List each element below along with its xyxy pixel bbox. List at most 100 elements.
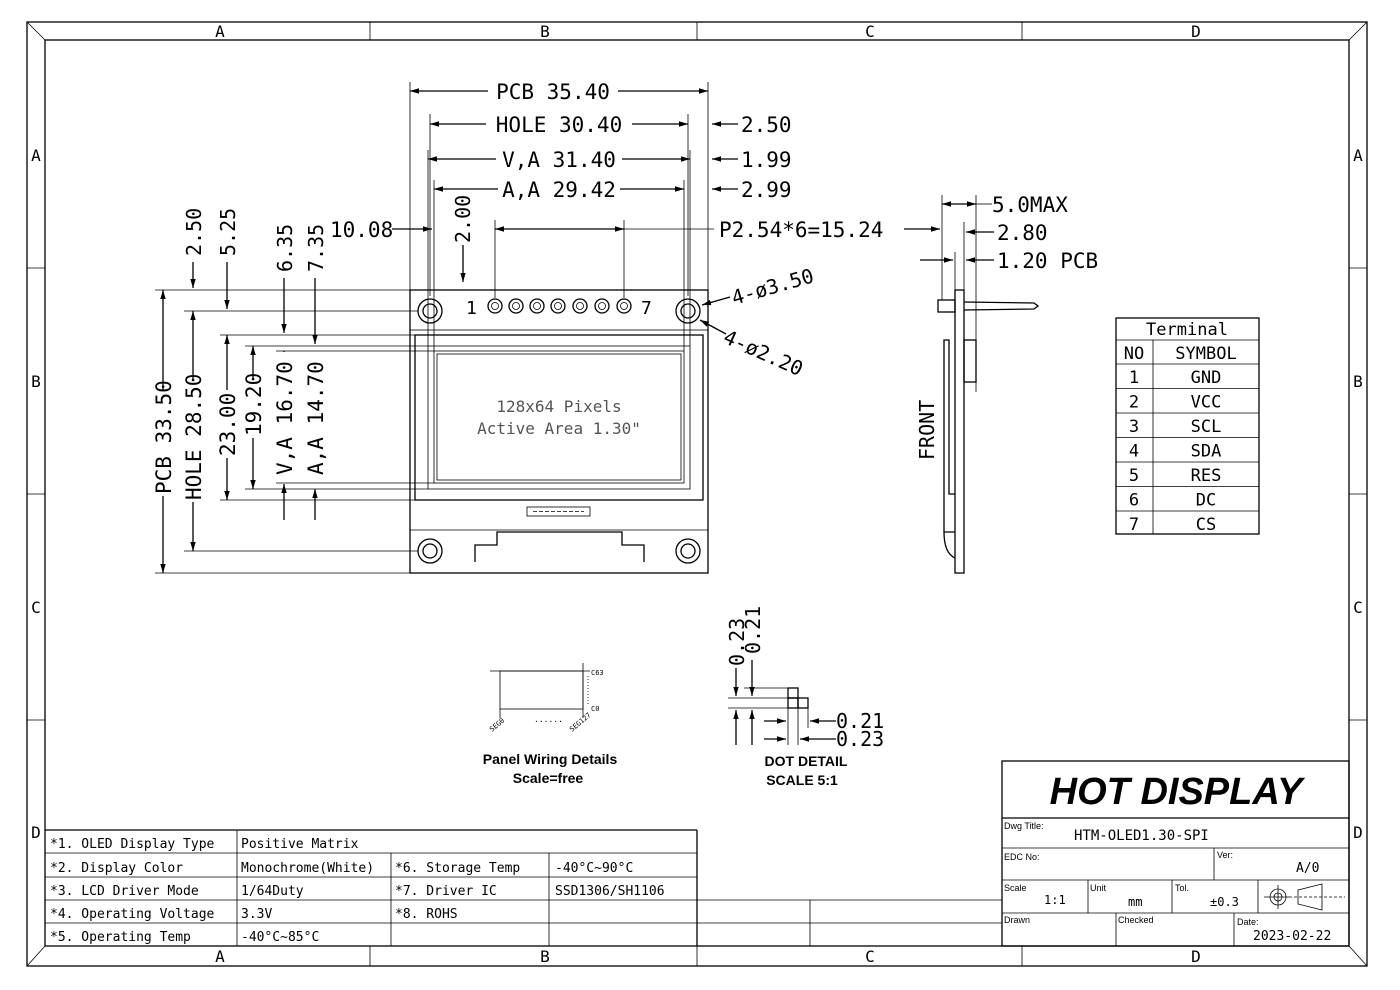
wiring-seg127: SEG127 [568, 711, 593, 733]
ver-label: Ver: [1217, 850, 1233, 860]
dim-pin-pitch: P2.54*6=15.24 [719, 218, 883, 242]
zone-col-a-top: A [215, 22, 225, 41]
drawn-label: Drawn [1004, 915, 1030, 925]
dim-2-00: 2.00 [451, 195, 475, 243]
spec-cell: *6. Storage Temp [395, 861, 520, 876]
terminal-pin-symbol: CS [1196, 515, 1216, 535]
mounting-hole-top-left [417, 298, 443, 324]
dwg-title-value: HTM-OLED1.30-SPI [1074, 828, 1209, 844]
dwg-title-label: Dwg Title: [1004, 821, 1044, 831]
dim-right-2-99: 2.99 [741, 178, 792, 202]
fpc-tail [474, 531, 645, 562]
terminal-pin-number: 5 [1129, 466, 1139, 486]
dim-side-pcb: 1.20 PCB [997, 249, 1098, 273]
drawing-frame: A B C D A B C D A B C D A B C D [26, 21, 1368, 967]
dim-hole-width: HOLE 30.40 [496, 113, 622, 137]
scale-value: 1:1 [1044, 893, 1066, 907]
terminal-pin-symbol: GND [1191, 368, 1222, 388]
module-front-view: 1 7 128x64 Pixels Active Area 1.30" [409, 289, 709, 574]
panel-wiring-detail: C63 C0 SEG0 SEG127 ...... Panel Wiring D… [483, 663, 617, 786]
date-value: 2023-02-22 [1253, 929, 1331, 944]
tol-value: ±0.3 [1210, 895, 1239, 909]
connector-window [526, 506, 591, 517]
zone-row-c-left: C [31, 598, 41, 617]
dim-10-08: 10.08 [330, 218, 393, 242]
spec-cell: *2. Display Color [50, 861, 183, 876]
spec-cell: 3.3V [241, 907, 272, 922]
tol-label: Tol. [1175, 883, 1189, 893]
spec-cell: *1. OLED Display Type [50, 837, 215, 852]
terminal-pin-number: 7 [1129, 515, 1139, 535]
zone-row-b-right: B [1353, 372, 1363, 391]
dim-aa-width: A,A 29.42 [502, 178, 616, 202]
mounting-hole-top-right [675, 298, 701, 324]
dim-left-6-35: 6.35 [273, 224, 297, 272]
glass-outline [414, 334, 704, 501]
wiring-scale: Scale=free [513, 770, 584, 786]
spec-cell: *3. LCD Driver Mode [50, 884, 199, 899]
left-dimensions: 2.50 5.25 6.35 7.35 PCB 33.50 HOLE 28.50… [152, 208, 434, 574]
zone-row-a-right: A [1353, 146, 1363, 165]
terminal-pin-symbol: RES [1191, 466, 1222, 486]
wiring-dots: ...... [534, 715, 563, 724]
screen-resolution-label: 128x64 Pixels [496, 397, 621, 416]
terminal-header-no: NO [1124, 344, 1144, 364]
edc-label: EDC No: [1004, 852, 1040, 862]
unit-label: Unit [1090, 883, 1107, 893]
dim-aa-height: A,A 14.70 [304, 361, 328, 475]
dot-dim-0-21-right: 0.21 [836, 709, 884, 733]
spec-table: *1. OLED Display Type Positive Matrix *2. … [45, 829, 1002, 946]
spec-cell: -40°C~90°C [555, 861, 633, 876]
wiring-seg0: SEG0 [488, 717, 506, 734]
zone-col-d-top: D [1191, 22, 1201, 41]
terminal-pin-symbol: DC [1196, 491, 1216, 511]
dim-hole-2-20: 4-ø2.20 [720, 325, 807, 381]
zone-col-c-top: C [865, 22, 875, 41]
side-front-label: FRONT [915, 400, 939, 460]
dim-hole-height: HOLE 28.50 [182, 374, 206, 500]
terminal-pin-number: 4 [1129, 442, 1139, 462]
dot-caption: DOT DETAIL [765, 753, 848, 769]
dim-left-5-25: 5.25 [216, 208, 240, 256]
zone-row-d-left: D [31, 823, 41, 842]
spec-cell: -40°C~85°C [241, 930, 319, 945]
dim-side-max: 5.0MAX [992, 193, 1068, 217]
dim-pcb-width: PCB 35.40 [496, 80, 610, 104]
side-pcb [954, 289, 965, 574]
terminal-header-symbol: SYMBOL [1175, 344, 1236, 364]
company-name: HOT DISPLAY [1050, 771, 1306, 813]
projection-symbol-icon [1264, 883, 1345, 911]
pin-7-label: 7 [641, 298, 652, 319]
wiring-c63: C63 [591, 669, 604, 677]
spec-cell: 1/64Duty [241, 884, 304, 899]
pin-1-label: 1 [466, 298, 477, 319]
zone-col-a-bottom: A [215, 947, 225, 966]
spec-cell: *4. Operating Voltage [50, 907, 215, 922]
terminal-pin-symbol: SDA [1191, 442, 1222, 462]
dot-dim-0-23-top: 0.23 [725, 618, 749, 666]
spec-cell: *8. ROHS [395, 907, 458, 922]
checked-label: Checked [1118, 915, 1154, 925]
date-label: Date: [1237, 917, 1259, 927]
ver-value: A/0 [1296, 861, 1319, 876]
terminal-pin-number: 3 [1129, 417, 1139, 437]
terminal-title: Terminal [1146, 320, 1228, 340]
terminal-pin-number: 2 [1129, 393, 1139, 413]
dim-pcb-height: PCB 33.50 [152, 380, 176, 494]
zone-row-d-right: D [1353, 823, 1363, 842]
spec-cell: Positive Matrix [241, 837, 359, 852]
dot-dim-0-23-right: 0.23 [836, 727, 884, 751]
terminal-pin-number: 1 [1129, 368, 1139, 388]
dot-dim-0-21-top: 0.21 [741, 606, 765, 654]
spec-cell: *5. Operating Temp [50, 930, 191, 945]
dim-left-2-50: 2.50 [182, 208, 206, 256]
spec-cell: SSD1306/SH1106 [555, 884, 665, 899]
dim-23-00: 23.00 [216, 393, 240, 456]
dot-scale: SCALE 5:1 [766, 772, 838, 788]
dim-left-7-35: 7.35 [304, 224, 328, 272]
terminal-pin-symbol: VCC [1191, 393, 1222, 413]
zone-row-b-left: B [31, 372, 41, 391]
title-block: HOT DISPLAY Dwg Title: HTM-OLED1.30-SPI … [1001, 760, 1350, 947]
